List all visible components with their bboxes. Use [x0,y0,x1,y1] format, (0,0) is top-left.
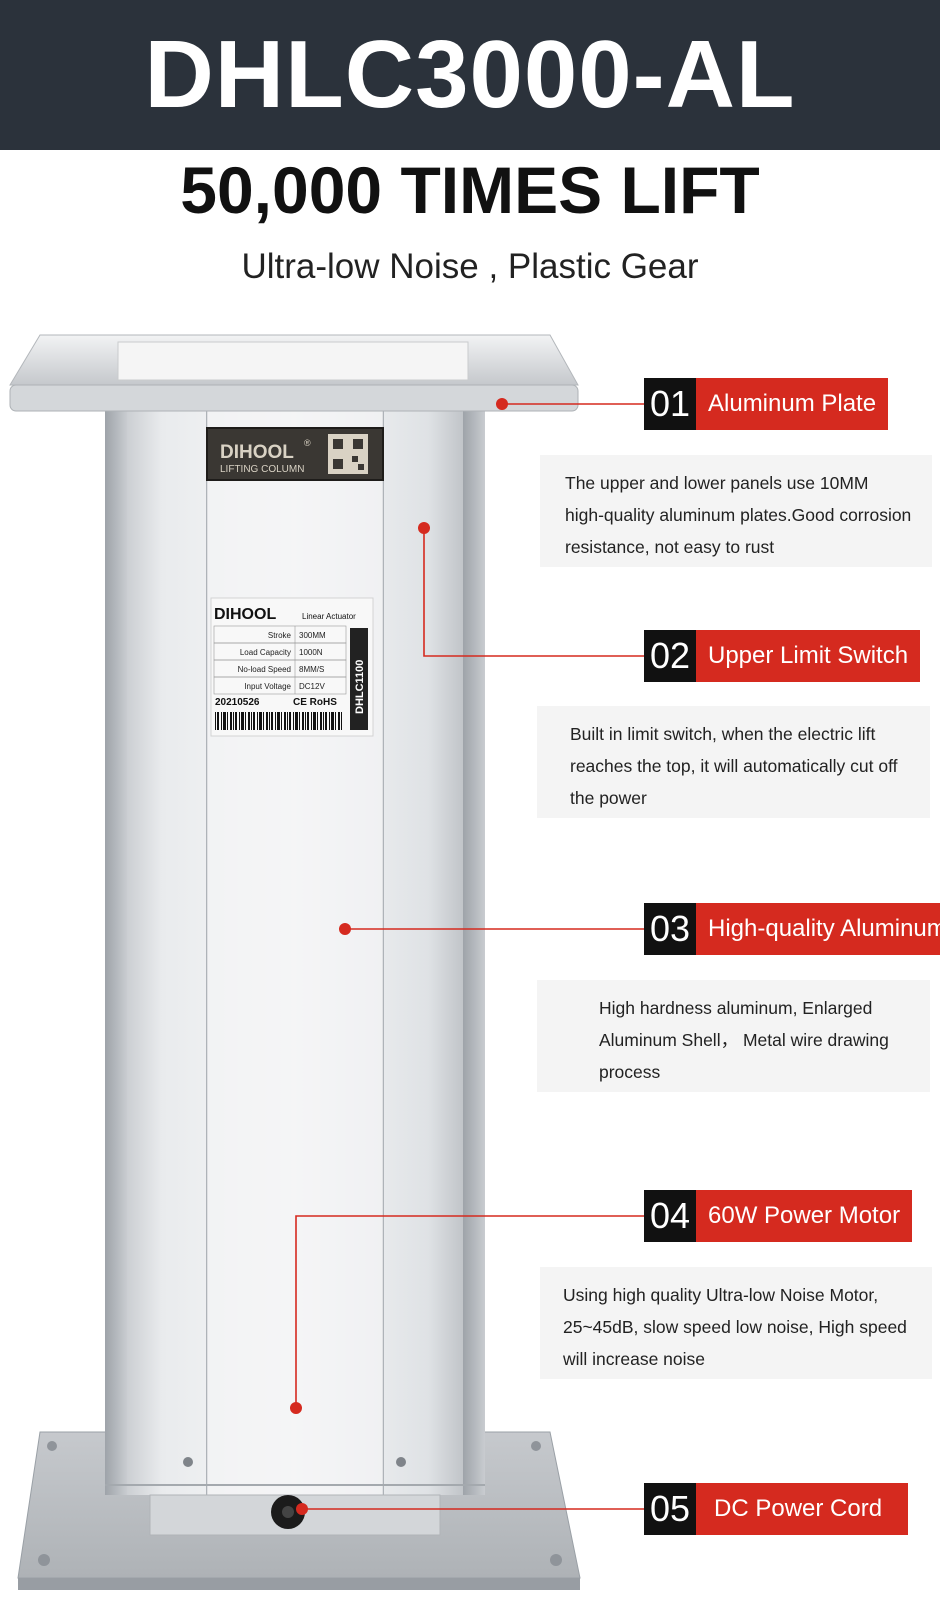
feature-number: 03 [644,903,696,955]
callout-dots [290,398,508,1515]
spec-label: DIHOOL Linear Actuator Stroke 300MM Load C… [210,597,374,737]
feature-description-01: The upper and lower panels use 10MM high… [540,455,932,567]
feature-number: 01 [644,378,696,430]
spec-row-key: Stroke [268,631,292,640]
spec-label-type: Linear Actuator [302,612,356,621]
feature-badge-05: 05 DC Power Cord [644,1483,909,1535]
product-model-title: DHLC3000-AL [144,21,796,128]
header-banner: DHLC3000-AL [0,0,940,150]
description-line: will increase noise [563,1349,706,1369]
description-line: 25~45dB, slow speed low noise, High spee… [563,1317,907,1337]
subheadline: Ultra-low Noise , Plastic Gear [241,247,699,286]
brand-plate-registered: ® [304,438,311,448]
callout-dot-04 [290,1402,302,1414]
feature-badge-03: 03 High-quality Aluminum [644,903,940,955]
description-line: the power [570,788,647,808]
spec-row-value: DC12V [299,682,325,691]
spec-row-value: 1000N [299,648,323,657]
spec-row [213,676,347,695]
feature-title: DC Power Cord [696,1483,909,1535]
feature-title: 60W Power Motor [696,1190,913,1242]
spec-row-key: No-load Speed [238,665,291,674]
description-line: Built in limit switch, when the electric… [570,724,876,744]
feature-title: Upper Limit Switch [696,630,921,682]
feature-description-03: High hardness aluminum, Enlarged Aluminu… [537,980,930,1092]
headline: 50,000 TIMES LIFT [180,153,760,227]
feature-title: Aluminum Plate [696,378,889,430]
brand-plate-name: DIHOOL [220,442,294,463]
callout-dot-03 [339,923,351,935]
description-line: resistance, not easy to rust [565,537,775,557]
spec-label-brand: DIHOOL [214,606,276,623]
callout-leaders [295,403,645,1510]
feature-number: 04 [644,1190,696,1242]
callout-dot-05 [296,1503,308,1515]
description-line: Using high quality Ultra-low Noise Motor… [563,1285,879,1305]
feature-title: High-quality Aluminum [696,903,940,955]
description-line: Aluminum Shell， Metal wire drawing [599,1030,889,1050]
barcode-icon [215,712,342,730]
feature-badge-01: 01 Aluminum Plate [644,378,889,430]
leader-line-04 [295,1215,645,1408]
description-line: High hardness aluminum, Enlarged [599,998,873,1018]
callout-dot-02 [418,522,430,534]
feature-description-02: Built in limit switch, when the electric… [537,706,930,818]
brand-plate: DIHOOL ® LIFTING COLUMN [206,427,384,481]
spec-row-value: 300MM [299,631,326,640]
spec-row-value: 8MM/S [299,665,324,674]
spec-row-key: Input Voltage [244,682,291,691]
description-line: process [599,1062,661,1082]
callout-dot-01 [496,398,508,410]
spec-label-cert: CE RoHS [293,697,337,708]
feature-badge-02: 02 Upper Limit Switch [644,630,921,682]
feature-number: 05 [644,1483,696,1535]
spec-row-key: Load Capacity [240,648,291,657]
spec-label-model: DHLC1100 [354,660,366,714]
description-line: high-quality aluminum plates.Good corros… [565,505,912,525]
spec-label-date: 20210526 [215,697,260,708]
description-line: The upper and lower panels use 10MM [565,473,869,493]
leader-line-02 [423,528,645,657]
feature-badge-04: 04 60W Power Motor [644,1190,913,1242]
aluminum-column-body [105,410,485,1536]
top-aluminum-plate [9,334,579,412]
description-line: reaches the top, it will automatically c… [570,756,898,776]
feature-number: 02 [644,630,696,682]
brand-plate-sub: LIFTING COLUMN [220,464,304,475]
feature-description-04: Using high quality Ultra-low Noise Motor… [540,1267,932,1379]
